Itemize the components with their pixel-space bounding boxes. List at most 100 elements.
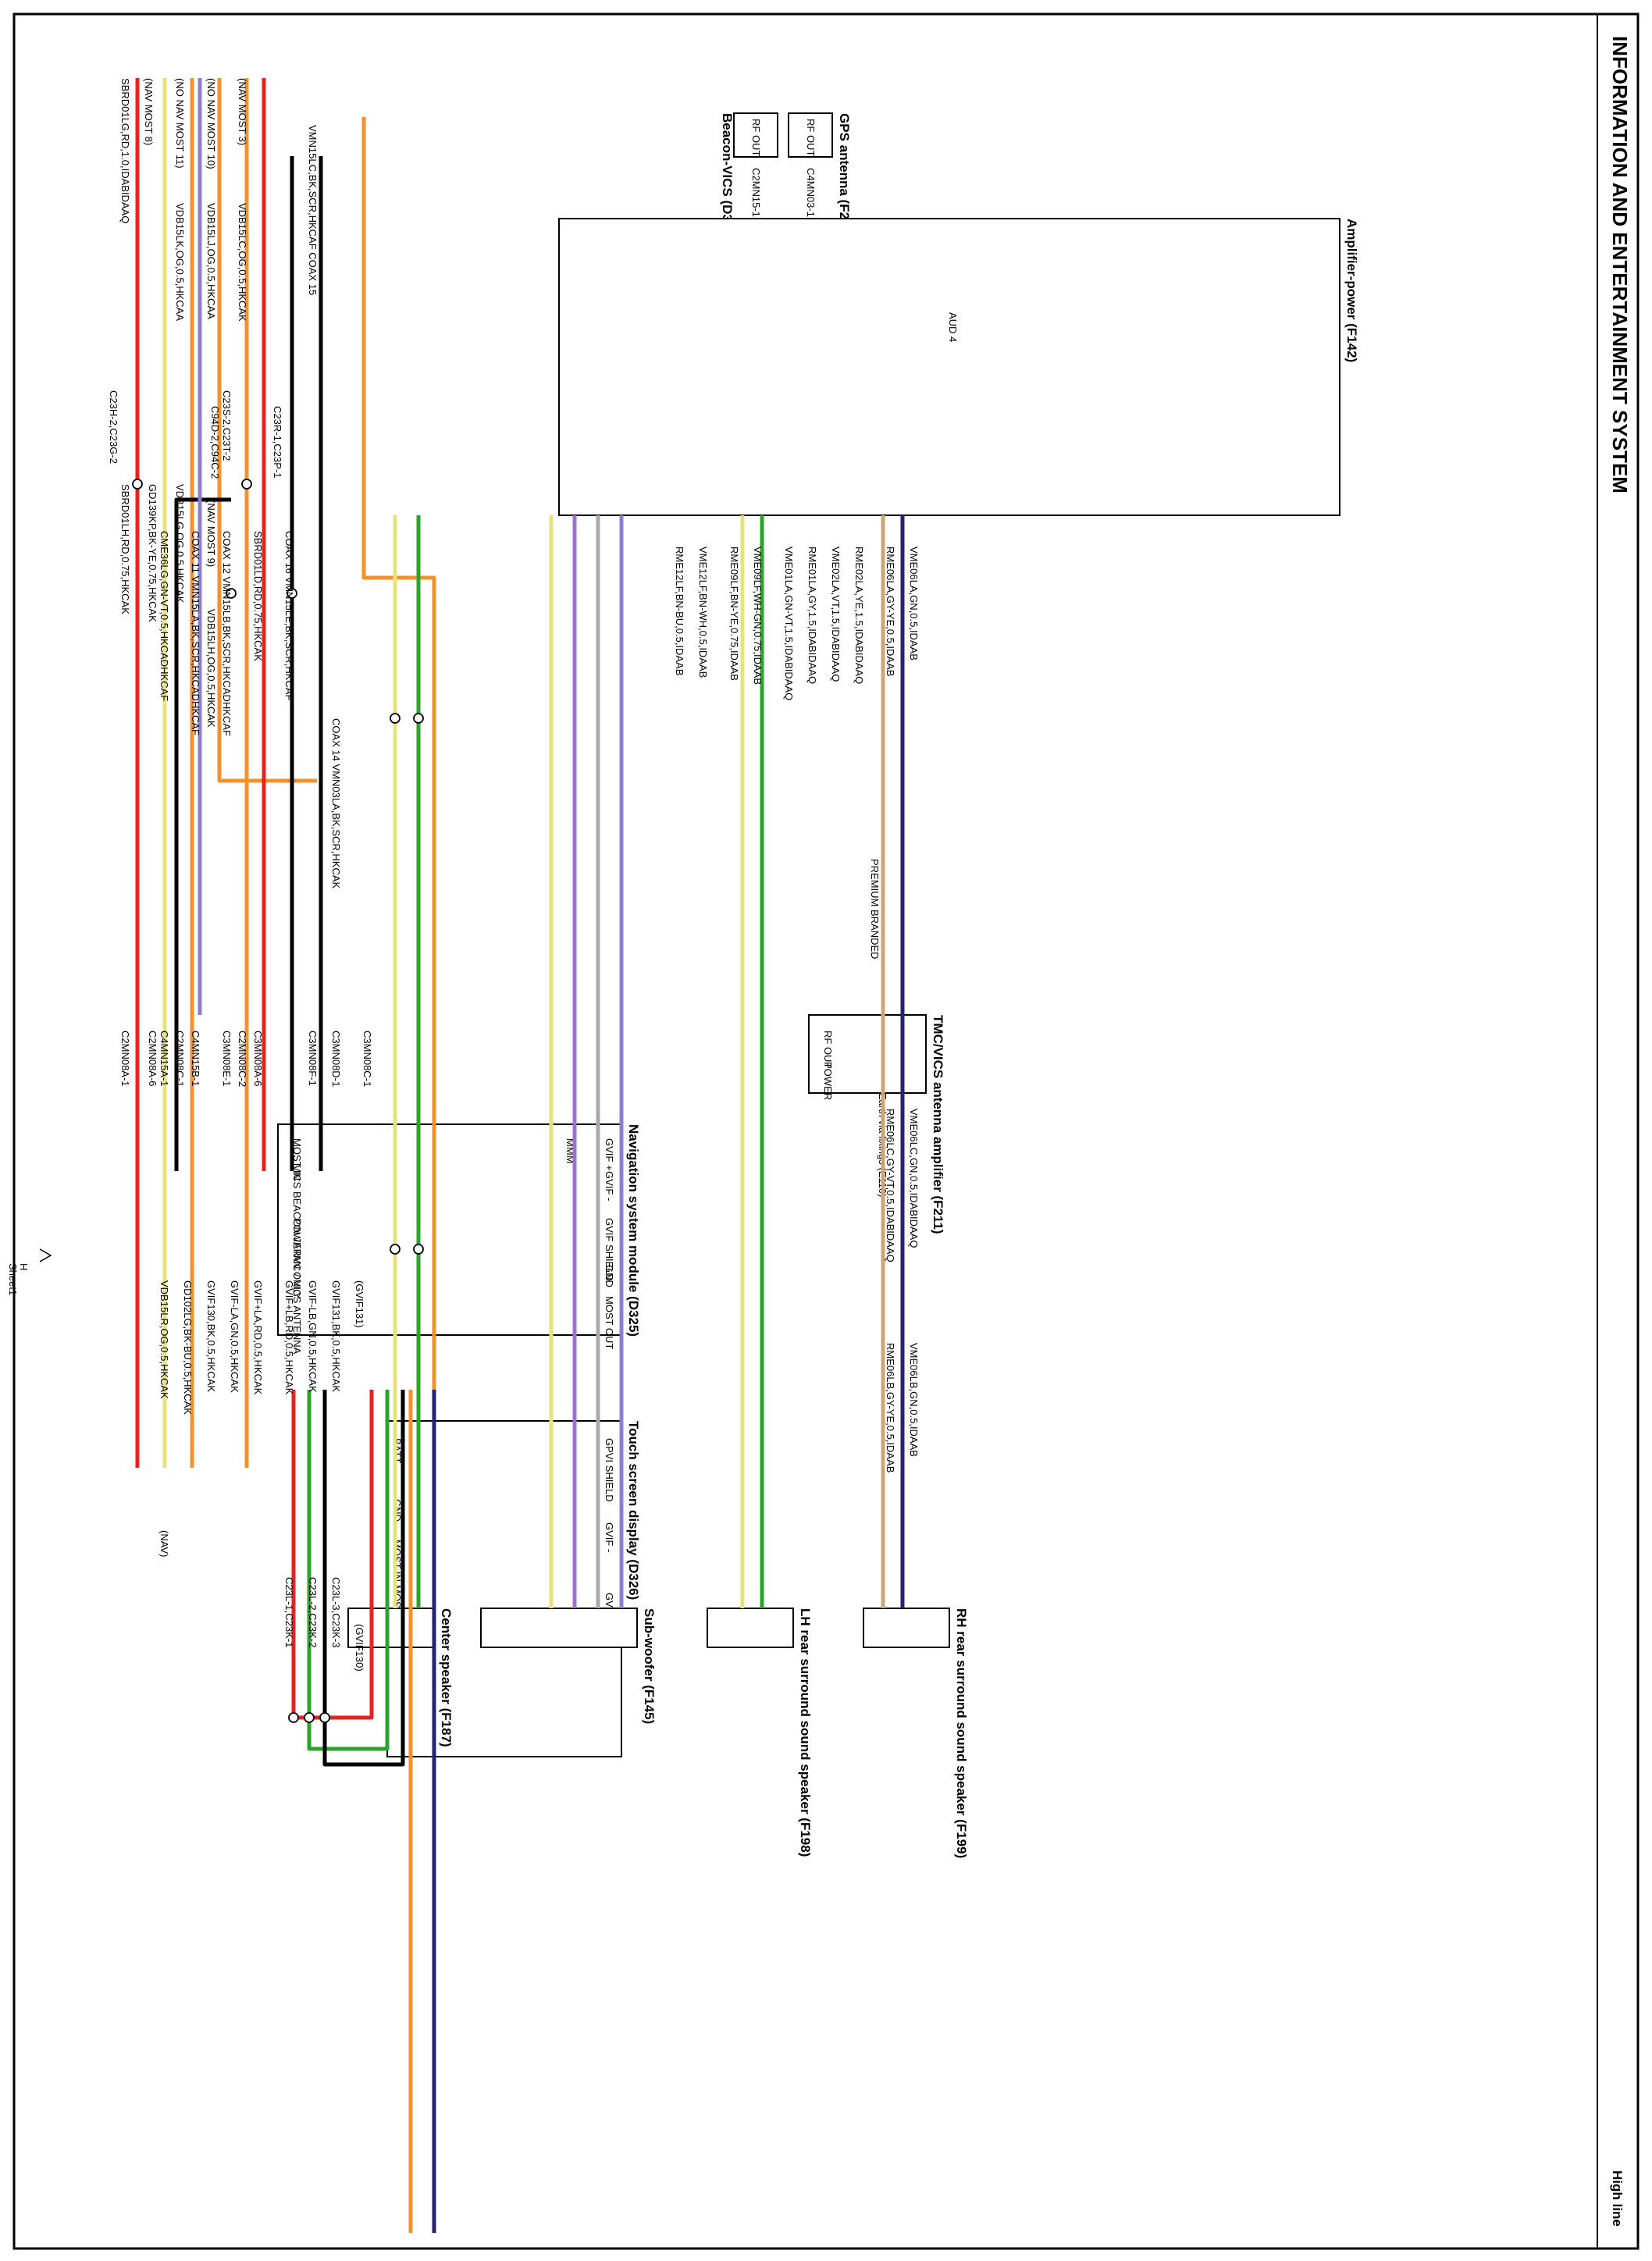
connector-8[interactable] <box>390 713 401 724</box>
wire-annotations: (NAV MOST 8) (NO NAV MOST 11) (NO NAV MO… <box>108 78 920 1672</box>
svg-text:GVIF131,BK,0.5,HKCAK: GVIF131,BK,0.5,HKCAK <box>330 1280 342 1392</box>
variant-label: High line <box>1610 2170 1625 2227</box>
connector-10[interactable] <box>390 1244 401 1255</box>
svg-text:GD139KP,BK-YE,0.75,HKCAK: GD139KP,BK-YE,0.75,HKCAK <box>147 484 158 622</box>
wire-gvif-black <box>322 1390 405 1767</box>
svg-text:VDB15LG,OG,0.5,HKCAK: VDB15LG,OG,0.5,HKCAK <box>174 484 186 604</box>
svg-text:POWER: POWER <box>291 1218 303 1256</box>
svg-text:GPVI SHIELD: GPVI SHIELD <box>603 1438 615 1502</box>
wire-gvif-green <box>307 1390 390 1751</box>
lh-rear-speaker: LH rear surround sound speaker (F198) <box>707 1608 813 1857</box>
svg-text:(NAV): (NAV) <box>158 1530 170 1557</box>
sheet-border <box>12 12 1640 2250</box>
svg-text:VME06LB,GN,0.5,IDAAB: VME06LB,GN,0.5,IDAAB <box>908 1343 920 1457</box>
connector-4[interactable] <box>319 1712 330 1723</box>
svg-text:(NAV MOST 3): (NAV MOST 3) <box>237 78 248 145</box>
svg-text:C23H-2,C23G-2: C23H-2,C23G-2 <box>108 390 119 464</box>
svg-text:GD102LG,BK-BU,0.5,HKCAK: GD102LG,BK-BU,0.5,HKCAK <box>182 1280 194 1415</box>
svg-text:C4MN15A-1: C4MN15A-1 <box>158 1031 170 1087</box>
svg-text:C2MN08A-1: C2MN08A-1 <box>119 1031 131 1087</box>
svg-text:C3MN08A-6: C3MN08A-6 <box>252 1031 264 1087</box>
svg-text:C2MN08C-2: C2MN08C-2 <box>237 1031 248 1087</box>
svg-text:C23R-1,C23P-1: C23R-1,C23P-1 <box>272 406 283 479</box>
svg-text:(GVIF131): (GVIF131) <box>354 1280 365 1328</box>
svg-text:AUD 4: AUD 4 <box>947 312 959 342</box>
svg-text:RF OUT: RF OUT <box>805 119 817 156</box>
svg-text:RH rear surround sound speaker: RH rear surround sound speaker (F199) <box>954 1608 969 1858</box>
beacon-vics: Beacon-VICS (D356) RF OUT C2MN15-1 <box>720 112 778 240</box>
svg-text:VME06LC,GN,0.5,IDABIDAAQ: VME06LC,GN,0.5,IDABIDAAQ <box>908 1109 920 1248</box>
connector-0[interactable] <box>132 479 143 490</box>
svg-text:Center speaker (F187): Center speaker (F187) <box>439 1608 454 1747</box>
svg-text:C2MN08A-6: C2MN08A-6 <box>147 1031 158 1087</box>
svg-text:Beacon-VICS (D356): Beacon-VICS (D356) <box>720 113 735 240</box>
svg-text:VME02LA,VT,1.5,IDABIDAAQ: VME02LA,VT,1.5,IDABIDAAQ <box>830 547 842 682</box>
connector-5[interactable] <box>304 1712 315 1723</box>
svg-text:C94D-2,C94C-2: C94D-2,C94C-2 <box>209 406 221 479</box>
svg-text:RME09LF,BN-YE,0.75,IDAAB: RME09LF,BN-YE,0.75,IDAAB <box>728 547 740 681</box>
svg-text:Navigation system module (D325: Navigation system module (D325) <box>626 1124 641 1337</box>
svg-text:Touch screen display (D326): Touch screen display (D326) <box>626 1421 641 1600</box>
svg-text:GVIF -: GVIF - <box>603 1522 615 1552</box>
svg-text:VMN15LC,BK,SCR,HKCAF COAX 15: VMN15LC,BK,SCR,HKCAF COAX 15 <box>307 125 319 295</box>
connector-1[interactable] <box>241 479 252 490</box>
svg-text:COAX 14 VMN03LA,BK,SCR,HKCAK: COAX 14 VMN03LA,BK,SCR,HKCAK <box>330 718 342 889</box>
rh-rear-speaker: RH rear surround sound speaker (F199) <box>863 1608 969 1858</box>
wire-coax12-black <box>174 497 231 1171</box>
svg-text:C23S-2,C23T-2: C23S-2,C23T-2 <box>221 390 233 461</box>
svg-text:C23L-1,C23K-1: C23L-1,C23K-1 <box>283 1577 295 1647</box>
svg-text:POWER: POWER <box>822 1062 834 1100</box>
svg-text:(GVIF130): (GVIF130) <box>354 1624 365 1672</box>
svg-text:(NO NAV MOST 10): (NO NAV MOST 10) <box>205 78 217 169</box>
svg-text:TMC / VICS ANTENNA: TMC / VICS ANTENNA <box>291 1249 303 1355</box>
svg-text:(NO NAV MOST 11): (NO NAV MOST 11) <box>174 78 186 169</box>
svg-text:MOST OUT: MOST OUT <box>603 1296 615 1349</box>
svg-text:C3MN08F-1: C3MN08F-1 <box>307 1031 319 1086</box>
svg-text:GVIF +: GVIF + <box>603 1138 615 1171</box>
svg-text:C4MN15B-1: C4MN15B-1 <box>190 1031 201 1087</box>
sheet-ref-h[interactable]: H Sheet1 <box>7 1248 52 1295</box>
svg-text:CME36LG,GN-VT,0.5,HKCADHKCAF: CME36LG,GN-VT,0.5,HKCADHKCAF <box>158 531 170 701</box>
connector-2[interactable] <box>287 588 297 599</box>
svg-text:SBRD01LD,RD,0.75,HKCAK: SBRD01LD,RD,0.75,HKCAK <box>252 531 264 661</box>
wire-m-orange <box>217 78 317 783</box>
svg-text:VDB15LK,OG,0.5,HKCAA: VDB15LK,OG,0.5,HKCAA <box>174 203 186 321</box>
svg-text:C3MN08C-1: C3MN08C-1 <box>361 1031 373 1087</box>
connector-3[interactable] <box>226 588 237 599</box>
svg-text:VME01LA,GN-VT,1.5,IDABIDAAQ: VME01LA,GN-VT,1.5,IDABIDAAQ <box>783 547 795 700</box>
svg-text:LH rear surround sound speaker: LH rear surround sound speaker (F198) <box>798 1608 813 1857</box>
svg-text:TMC/VICS antenna amplifier (F2: TMC/VICS antenna amplifier (F211) <box>931 1015 945 1234</box>
navigation-system-module: Navigation system module (D325) MMM MOST… <box>277 1123 641 1355</box>
svg-text:C3MN08E-1: C3MN08E-1 <box>221 1031 233 1087</box>
connector-6[interactable] <box>288 1712 299 1723</box>
svg-text:RF OUT: RF OUT <box>822 1031 834 1068</box>
amplifier-power: Amplifier-power (F142) AUD 4 <box>558 218 1359 516</box>
svg-text:(NAV MOST 8): (NAV MOST 8) <box>143 78 155 145</box>
touch-screen-display: Touch screen display (D326) BATT GND MOS… <box>386 1420 641 1757</box>
connector-7[interactable] <box>413 713 424 724</box>
svg-text:C23L-3,C23K-3: C23L-3,C23K-3 <box>330 1577 342 1647</box>
svg-text:GVIF SHIELD: GVIF SHIELD <box>603 1218 615 1281</box>
svg-text:VICS BEACON JAPAN ONLY: VICS BEACON JAPAN ONLY <box>291 1165 303 1299</box>
svg-text:C3MN08D-1: C3MN08D-1 <box>330 1031 342 1087</box>
svg-text:RME06LA,GY-YE,0.5,IDAAB: RME06LA,GY-YE,0.5,IDAAB <box>885 547 896 676</box>
gps-antenna: GPS antenna (F208) RF OUT C4MN03-1 <box>788 112 852 239</box>
connector-9[interactable] <box>413 1244 424 1255</box>
svg-text:VDB15LJ,OG,0.5,HKCAA: VDB15LJ,OG,0.5,HKCAA <box>205 203 217 319</box>
subwoofer: Sub-woofer (F145) <box>480 1608 657 1724</box>
page-title: INFORMATION AND ENTERTAINMENT SYSTEM <box>1608 36 1632 493</box>
svg-text:RME01LA,GY,1.5,IDABIDAAQ: RME01LA,GY,1.5,IDABIDAAQ <box>806 547 818 684</box>
speakers: RH rear surround sound speaker (F199) LH… <box>347 1608 969 1858</box>
svg-text:RME06LB,GY-YE,0.5,IDAAB: RME06LB,GY-YE,0.5,IDAAB <box>885 1343 896 1472</box>
svg-text:COAX 16 VMN15LE,BK,SCR,HKCAF: COAX 16 VMN15LE,BK,SCR,HKCAF <box>283 531 295 701</box>
svg-text:VDB15LR,OG,0.5,HKCAK: VDB15LR,OG,0.5,HKCAK <box>158 1280 170 1399</box>
svg-text:C4MN03-1: C4MN03-1 <box>805 168 817 217</box>
svg-text:SBRD01LH,RD,0.75,HKCAK: SBRD01LH,RD,0.75,HKCAK <box>119 484 131 614</box>
svg-text:VME12LF,BN-WH,0.5,IDAAB: VME12LF,BN-WH,0.5,IDAAB <box>697 547 709 678</box>
wire-loop-orange <box>361 117 436 1437</box>
svg-text:RME02LA,YE,1.5,IDABIDAAQ: RME02LA,YE,1.5,IDABIDAAQ <box>853 547 865 684</box>
svg-text:H: H <box>18 1263 30 1270</box>
svg-text:SBRD01LG,RD,1.0,IDABIDAAQ: SBRD01LG,RD,1.0,IDABIDAAQ <box>119 78 131 223</box>
